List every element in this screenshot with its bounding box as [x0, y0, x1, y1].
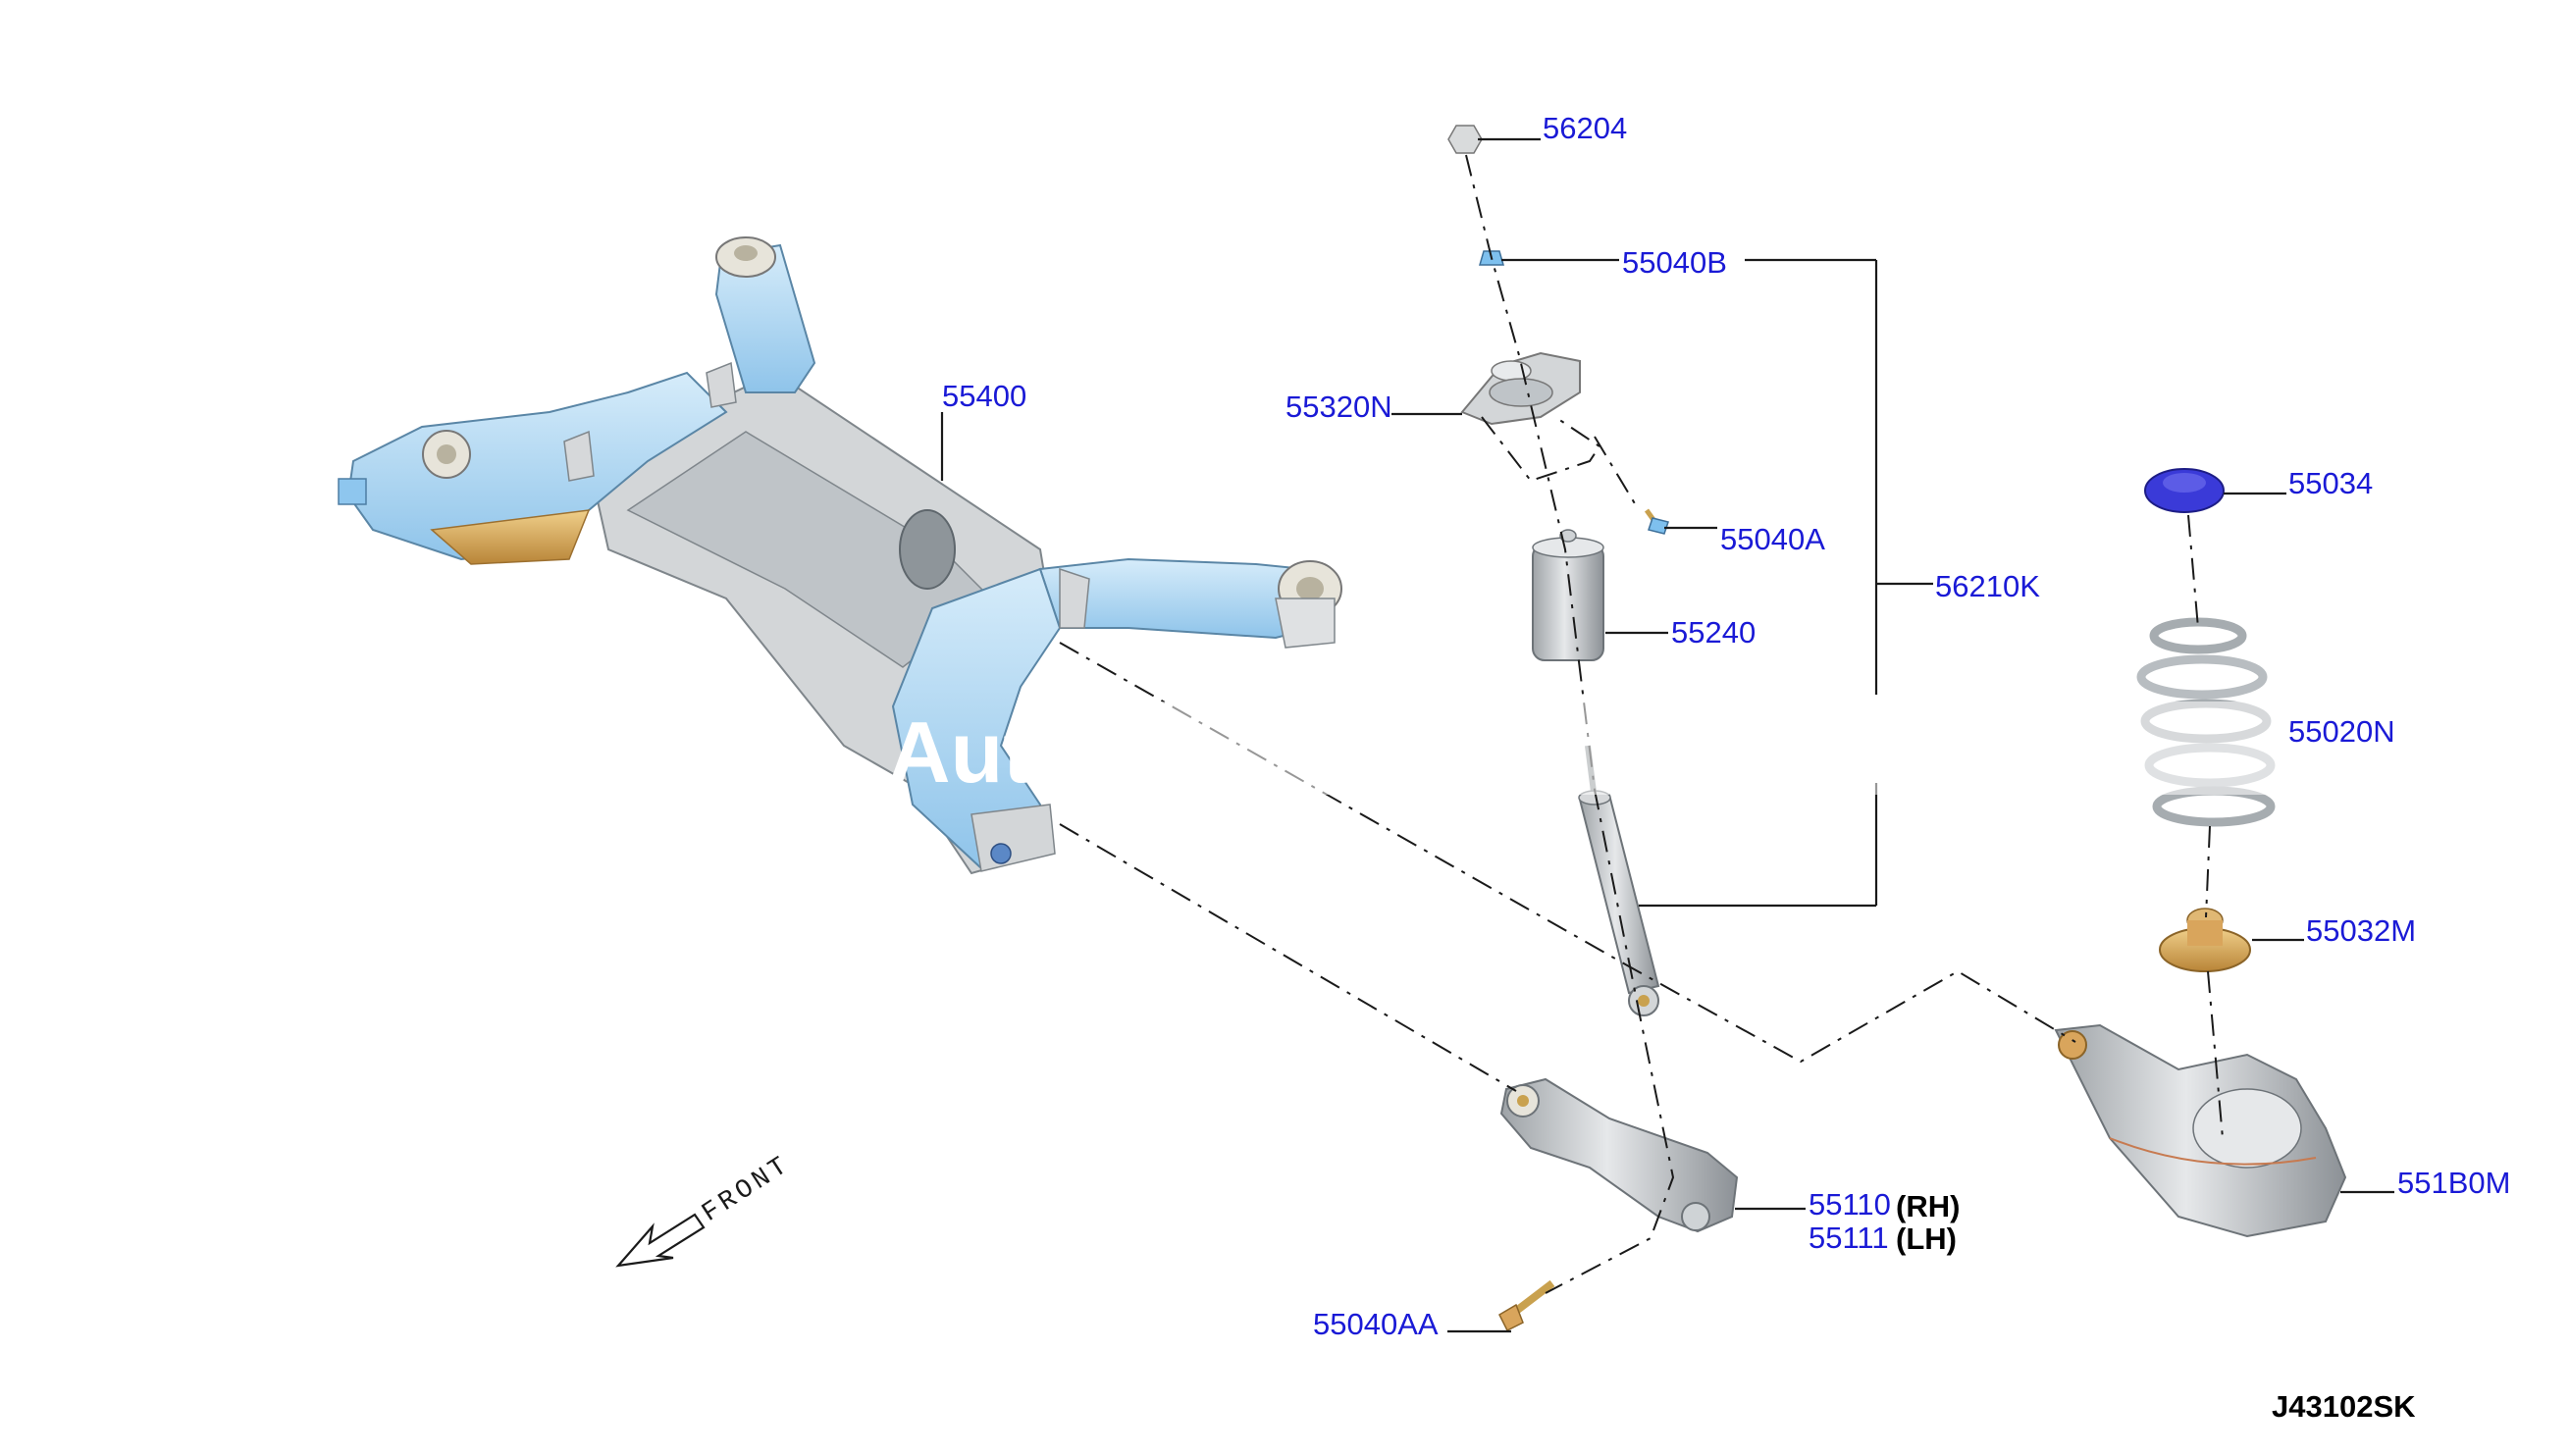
upper-spring-seat: [2144, 468, 2225, 513]
rear-suspension-member: [338, 236, 1342, 875]
part-55111[interactable]: 55111: [1809, 1221, 1889, 1255]
part-55040A[interactable]: 55040A: [1720, 522, 1825, 556]
strut-nut: [1447, 125, 1483, 154]
watermark: Aut: [888, 703, 1032, 801]
part-55110[interactable]: 55110: [1809, 1187, 1891, 1222]
part-55320N[interactable]: 55320N: [1285, 390, 1392, 424]
part-55240[interactable]: 55240: [1671, 615, 1756, 650]
part-56210K[interactable]: 56210K: [1935, 569, 2040, 603]
lower-link: [1499, 1077, 1739, 1233]
part-55111-side: (LH): [1896, 1222, 1957, 1256]
part-55110-side: (RH): [1896, 1189, 1960, 1223]
lower-spring-seat: [2159, 908, 2251, 972]
part-55032M[interactable]: 55032M: [2306, 913, 2416, 948]
front-arrow-icon: [615, 1213, 706, 1268]
part-55034[interactable]: 55034: [2288, 466, 2373, 500]
drawing-code: J43102SK: [2272, 1389, 2416, 1424]
adjust-bolt: [1498, 1279, 1555, 1332]
part-55040AA[interactable]: 55040AA: [1313, 1307, 1439, 1341]
part-55040B[interactable]: 55040B: [1622, 245, 1727, 280]
part-55400[interactable]: 55400: [942, 379, 1026, 413]
bound-bumper: [1532, 529, 1604, 661]
part-55020N[interactable]: 55020N: [2288, 714, 2395, 749]
rear-lower-arm: [2054, 1023, 2347, 1238]
leader-lines: [940, 137, 2394, 1333]
part-56204[interactable]: 56204: [1543, 111, 1627, 145]
front-label: FRONT: [698, 1150, 797, 1228]
mount-bolt-lower: [1644, 508, 1669, 535]
watermark-band: [1045, 702, 2497, 795]
part-551B0M[interactable]: 551B0M: [2397, 1166, 2510, 1200]
